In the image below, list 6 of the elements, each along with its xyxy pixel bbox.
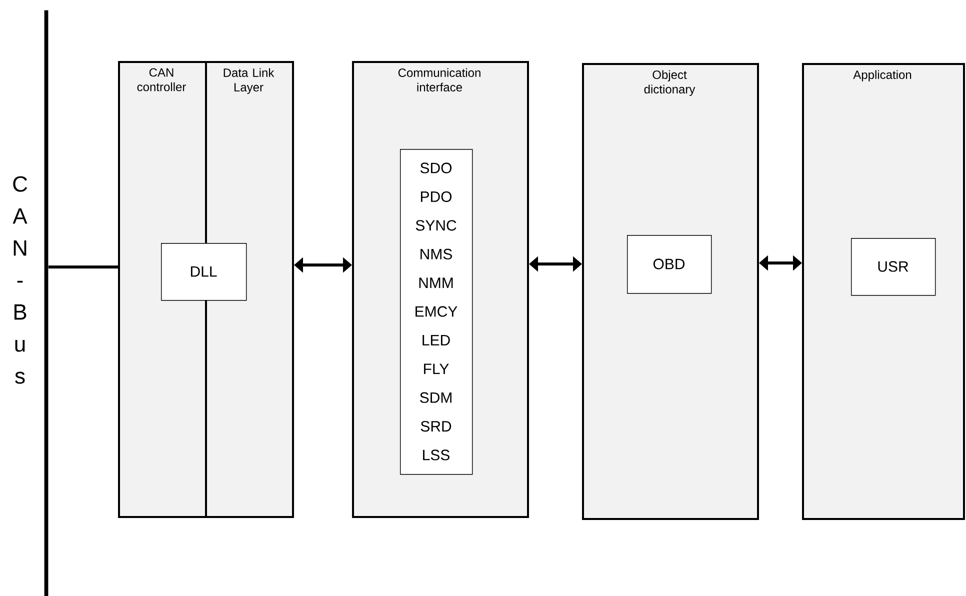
module-box: USR [851, 238, 936, 296]
module-box: DLL [161, 243, 247, 301]
connector-line [48, 266, 118, 268]
service-list-box: SDO PDO SYNC NMS NMM EMCY LED FLY SDM SRD LSS [400, 149, 473, 475]
module-box: OBD [627, 235, 712, 294]
bus-label: CAN-Bus [12, 176, 28, 384]
